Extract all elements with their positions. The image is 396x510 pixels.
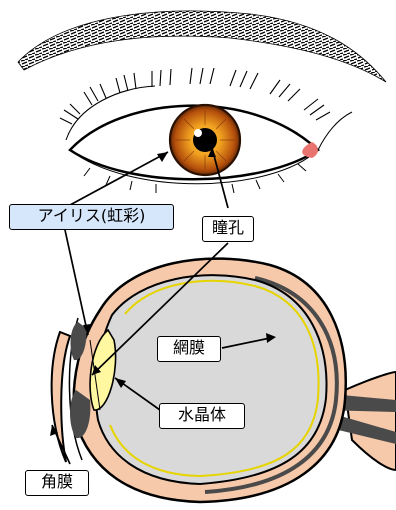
leader-iris-to-section <box>65 230 88 335</box>
lens-label: 水晶体 <box>159 403 245 429</box>
retina-label: 網膜 <box>157 336 221 362</box>
cornea-label: 角膜 <box>25 470 89 496</box>
iris-label: アイリス(虹彩) <box>9 204 174 230</box>
eye-icon <box>60 68 352 193</box>
eyeball-cross-section-icon <box>52 259 396 502</box>
pupil-label: 瞳孔 <box>202 216 254 242</box>
